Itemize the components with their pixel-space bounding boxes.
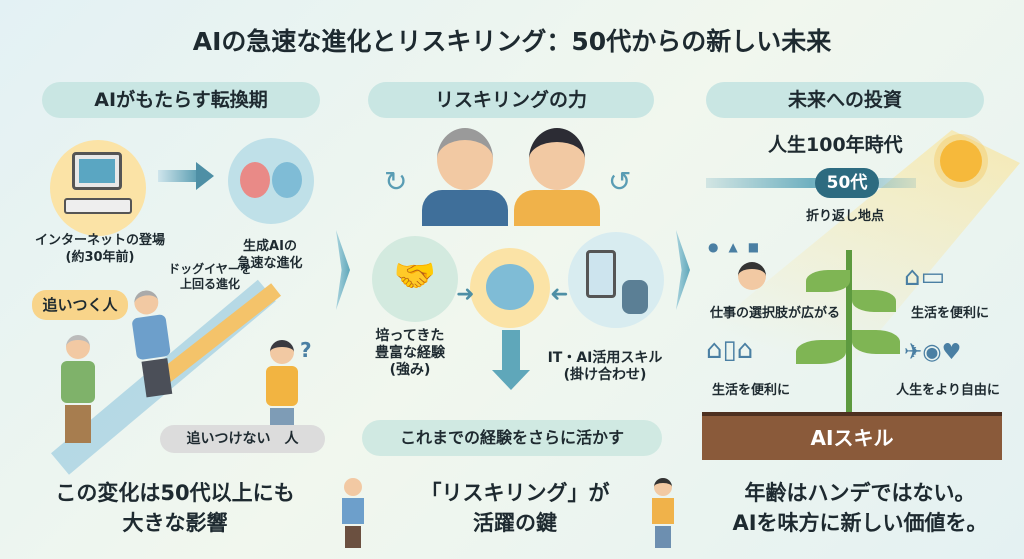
leaf <box>796 340 846 364</box>
section-header-reskilling: リスキリングの力 <box>368 82 654 118</box>
catch-up-badge: 追いつく人 <box>32 290 128 320</box>
section-header-transition: AIがもたらす転換期 <box>42 82 320 118</box>
handshake-icon: 🤝 <box>372 236 458 322</box>
page-title: AIの急速な進化とリスキリング：50代からの新しい未来 <box>192 27 832 56</box>
woman-avatar <box>514 128 600 228</box>
col2-footer: 「リスキリング」が活躍の鍵 <box>420 481 610 535</box>
businessperson-icon <box>648 478 678 548</box>
arrow-icon <box>158 170 198 182</box>
freedom-label: 人生をより自由に <box>896 383 1000 398</box>
arrow-down-head-icon <box>492 370 530 390</box>
jobs-label: 仕事の選択肢が広がる <box>709 306 840 321</box>
experience-label: 培ってきた豊富な経験(強み) <box>375 328 445 378</box>
arrow-head-icon <box>196 162 214 190</box>
not-catch-up-badge: 追いつけない 人 <box>160 425 325 453</box>
col1-footer: この変化は50代以上にも大きな影響 <box>55 481 295 535</box>
cycle-arrow-right-icon: ↺ <box>608 165 632 198</box>
it-skill-label: IT・AI活用スキル(掛け合わせ) <box>547 350 663 383</box>
walking-person-icon <box>338 478 368 548</box>
internet-label: インターネットの登場(約30年前) <box>34 233 165 265</box>
dogyear-label: ドッグイヤーを上回る進化 <box>168 262 252 291</box>
arrow-down-icon <box>502 330 520 374</box>
section-header-investment: 未来への投資 <box>706 82 984 118</box>
man-avatar <box>422 128 508 228</box>
cycle-arrow-left-icon: ↻ <box>384 165 408 198</box>
age-badge: 50代 <box>815 168 879 198</box>
col3-footer: 年齢はハンデではない。AIを味方に新しい価値を。 <box>732 481 988 535</box>
devices-icon <box>568 232 664 328</box>
lifetime-bar <box>706 178 916 188</box>
arrow-left-icon: ➜ <box>550 282 569 307</box>
era-label: 人生100年時代 <box>768 134 903 156</box>
smart-home-icon: ⌂▭ <box>904 262 946 292</box>
person-catching-up-icon <box>58 335 98 445</box>
genai-label: 生成AIの急速な進化 <box>237 239 303 271</box>
sprout-stem <box>846 250 852 420</box>
leaf <box>852 290 896 312</box>
turning-point-label: 折り返し地点 <box>805 209 884 224</box>
life-label-1: 生活を便利に <box>711 383 790 398</box>
job-icons: ●▲■ <box>708 240 770 254</box>
travel-icon: ✈◉♥ <box>904 340 962 365</box>
computer-icon <box>50 140 146 236</box>
brain-icon <box>470 248 550 328</box>
worker-icon <box>738 262 766 290</box>
section-arrow-icon-2 <box>676 230 690 310</box>
arrow-right-icon: ➜ <box>456 282 475 307</box>
section-arrow-icon <box>336 230 350 310</box>
sun-icon <box>940 140 982 182</box>
question-mark-icon: ? <box>300 338 312 362</box>
leverage-banner: これまでの経験をさらに活かす <box>362 420 662 456</box>
home-phone-icon: ⌂▯⌂ <box>706 335 754 365</box>
life-label-2: 生活を便利に <box>910 306 989 321</box>
ai-skill-soil: AIスキル <box>702 412 1002 460</box>
brain-ai-icon <box>228 138 314 224</box>
leaf <box>852 330 900 354</box>
leaf <box>806 270 850 292</box>
